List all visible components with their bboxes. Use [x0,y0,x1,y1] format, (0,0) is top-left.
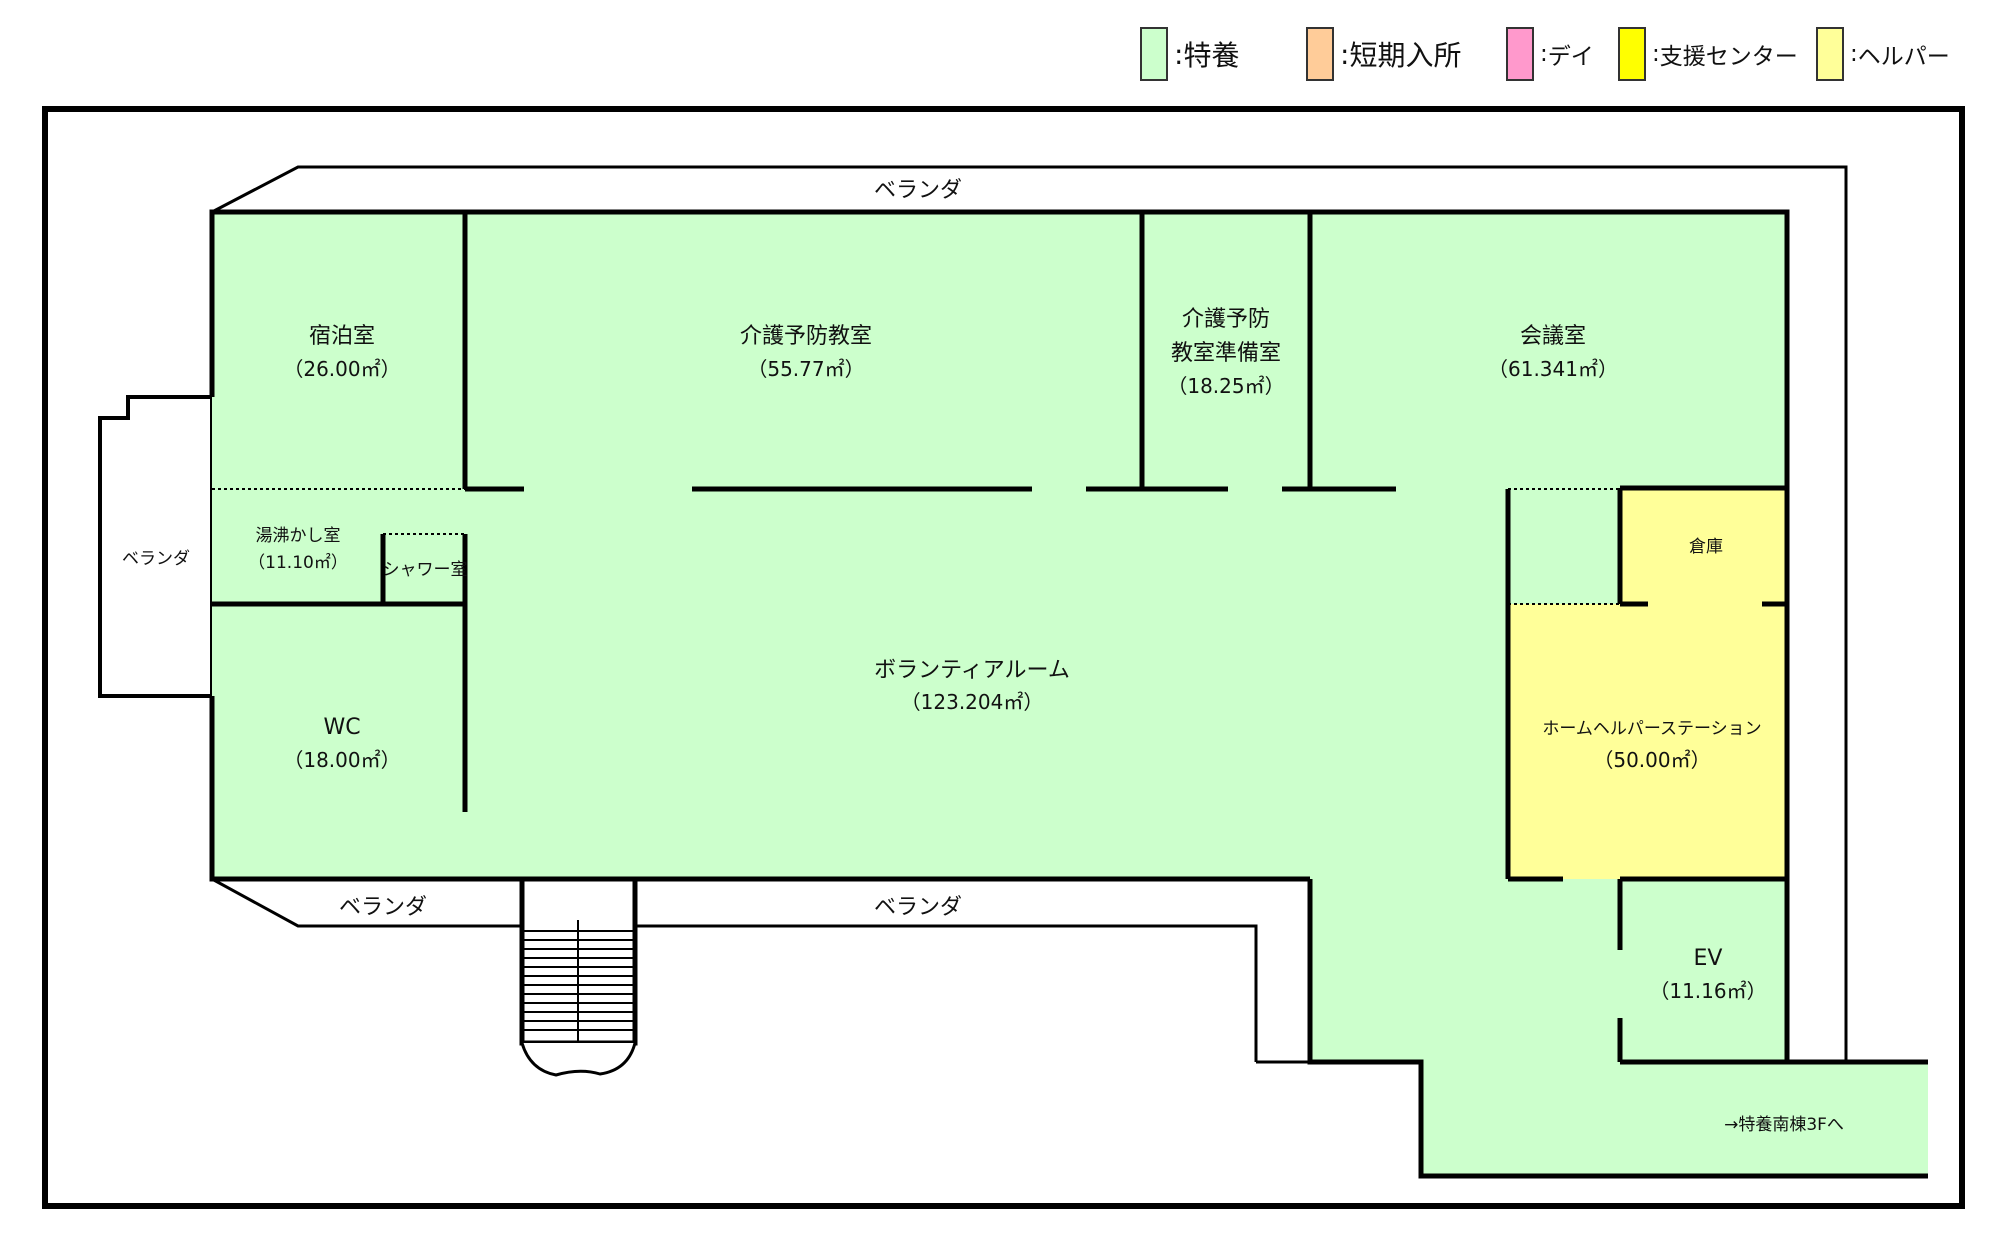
room-name-kaigo-prep-2: 教室準備室 [1171,341,1281,366]
legend-prefix: : [1340,37,1350,71]
room-area-shukuhaku: （26.00㎡） [283,357,400,381]
veranda-left-outline [98,395,214,698]
legend-item-tokuyo: : 特養 [1140,24,1239,84]
room-name-wc: WC [323,715,360,740]
exit-label: →特養南棟3Fへ [1724,1115,1844,1135]
room-name-yuwakashi: 湯沸かし室 [256,526,341,546]
veranda-label-bottom-left: ベランダ [339,895,427,920]
legend-prefix: : [1174,37,1184,71]
veranda-label-left: ベランダ [122,549,190,569]
legend-prefix: : [1850,41,1858,67]
walls [209,209,1928,1179]
legend-label-helper: ヘルパー [1857,44,1950,70]
legend-label-tokuyo: 特養 [1183,39,1240,72]
room-area-yuwakashi: （11.10㎡） [248,553,348,573]
veranda-top-outline [211,165,1848,1062]
legend-swatch-shien [1618,27,1646,81]
room-name-volunteer: ボランティアルーム [874,658,1070,683]
legend-swatch-tanki [1306,27,1334,81]
legend-label-day: デイ [1547,44,1594,70]
room-area-wc: （18.00㎡） [283,748,400,772]
room-area-helper-station: （50.00㎡） [1593,748,1710,772]
room-area-kaigo-yobo: （55.77㎡） [747,357,864,381]
room-name-shower: シャワー室 [383,560,468,580]
helper-station-area [1508,604,1787,879]
room-name-kaigishitsu: 会議室 [1520,324,1586,349]
legend-swatch-tokuyo [1140,27,1168,81]
plan-frame [42,106,1965,1209]
dotted-partitions [212,488,1620,605]
legend-prefix: : [1652,41,1660,67]
legend-item-day: : デイ [1506,24,1594,84]
room-name-kaigo-prep-1: 介護予防 [1182,307,1270,332]
room-name-helper-station: ホームヘルパーステーション [1542,719,1761,739]
staircase [519,876,638,1077]
room-area-kaigo-prep: （18.25㎡） [1167,374,1284,398]
legend-item-helper: : ヘルパー [1816,24,1950,84]
veranda-label-bottom-mid: ベランダ [874,895,962,920]
tokuyo-floor [212,212,1928,1176]
legend-prefix: : [1540,41,1548,67]
legend-label-shien: 支援センター [1659,44,1798,70]
veranda-label-top: ベランダ [874,178,962,203]
room-area-ev: （11.16㎡） [1649,979,1766,1003]
legend-swatch-helper [1816,27,1844,81]
room-name-souko: 倉庫 [1689,537,1723,557]
legend-swatch-day [1506,27,1534,81]
veranda-bottom-outline [211,877,1258,1062]
room-name-shukuhaku: 宿泊室 [309,324,375,349]
legend-item-shien: : 支援センター [1618,24,1798,84]
legend-label-tanki: 短期入所 [1349,39,1462,72]
storage-area [1620,488,1787,604]
legend-item-tanki: : 短期入所 [1306,24,1461,84]
room-area-volunteer: （123.204㎡） [901,690,1044,714]
room-name-kaigo-yobo: 介護予防教室 [740,324,872,349]
room-area-kaigishitsu: （61.341㎡） [1488,357,1618,381]
room-name-ev: EV [1694,946,1723,971]
